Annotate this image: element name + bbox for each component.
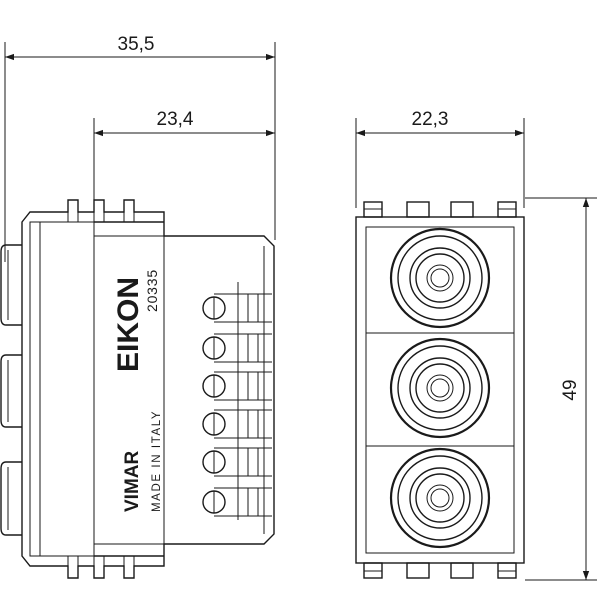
- terminal-screw: [202, 371, 272, 401]
- side-view: EIKON 20335 VIMAR MADE IN ITALY: [0, 199, 275, 579]
- terminal-screw: [202, 447, 272, 477]
- terminal-screw: [202, 409, 272, 439]
- connector-socket: [389, 227, 491, 329]
- connector-socket: [389, 337, 491, 439]
- height-value: 49: [560, 379, 581, 400]
- product-code-label: 20335: [144, 269, 160, 312]
- dimension-overall-depth: 35,5: [4, 34, 276, 262]
- origin-label: MADE IN ITALY: [151, 410, 163, 512]
- dimension-height: 49: [525, 197, 597, 581]
- connector-socket: [389, 447, 491, 549]
- brand-series-label: EIKON: [112, 277, 145, 372]
- overall-depth-value: 35,5: [118, 34, 155, 55]
- dimension-front-width: 22,3: [355, 109, 525, 208]
- terminal-screw: [202, 293, 272, 323]
- terminal-screw: [202, 333, 272, 363]
- front-view: [355, 201, 525, 579]
- dimension-body-depth: 23,4: [93, 109, 275, 200]
- front-width-value: 22,3: [412, 109, 449, 130]
- manufacturer-label: VIMAR: [122, 451, 143, 513]
- terminal-screws: [202, 293, 272, 517]
- terminal-screw: [202, 487, 272, 517]
- body-depth-value: 23,4: [157, 109, 194, 130]
